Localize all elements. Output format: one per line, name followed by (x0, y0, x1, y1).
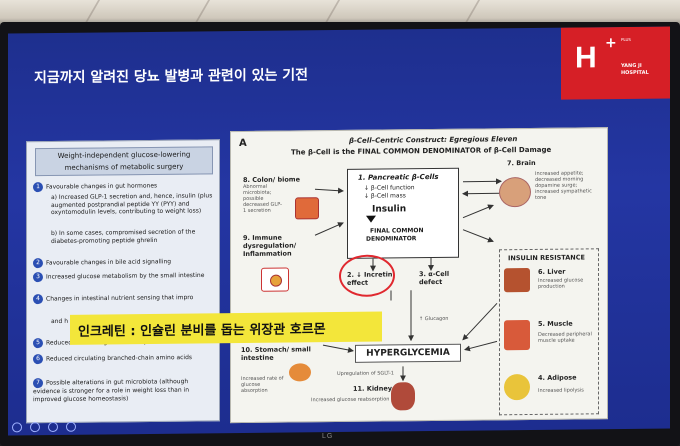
mechanisms-header: Weight-independent glucose-lowering mech… (35, 146, 213, 177)
stomach-node: 10. Stomach/ small intestine (241, 345, 311, 363)
muscle-title: 5. Muscle (538, 319, 573, 328)
zoom-icon[interactable] (66, 421, 77, 432)
header-line1: Weight-independent glucose-lowering (57, 150, 191, 160)
mechanisms-panel: Weight-independent glucose-lowering mech… (26, 139, 220, 424)
muscle-image (504, 319, 530, 351)
kidney-image (391, 382, 415, 411)
logo-name-line2: HOSPITAL (621, 69, 649, 77)
tv-brand-logo: LG (322, 433, 334, 440)
central-line1: ↓ β-Cell function (364, 184, 415, 192)
liver-title: 6. Liver (538, 267, 566, 276)
mechanism-item-1b: b) In some cases, compromised secretion … (51, 228, 196, 245)
pancreatic-beta-cells-box: 1. Pancreatic β-Cells ↓ β-Cell function … (347, 167, 459, 259)
central-title: 1. Pancreatic β-Cells (358, 172, 439, 182)
immune-cell-image (261, 267, 289, 292)
immune-node: 9. Immune dysregulation/ Inflammation (243, 233, 297, 259)
tv-screen: 지금까지 알려진 당뇨 발병과 관련이 있는 기전 H + PLUS YANG … (8, 26, 670, 436)
central-insulin: Insulin (372, 204, 407, 215)
egregious-eleven-diagram: A β-Cell–Centric Construct: Egregious El… (230, 127, 608, 424)
colon-image (295, 197, 319, 220)
brain-image (499, 176, 531, 208)
liver-image (504, 267, 530, 293)
adipose-text: Increased lipolysis (538, 387, 584, 394)
hospital-logo: H + PLUS YANG JI HOSPITAL (561, 26, 670, 100)
logo-letter: H (575, 41, 597, 75)
logo-name-line1: YANG JI (621, 62, 642, 70)
diagram-arrows (314, 178, 502, 382)
stomach-text: Increased rate of glucose absorption (241, 375, 284, 395)
insulin-resistance-box: INSULIN RESISTANCE 6. Liver Increased gl… (499, 248, 599, 416)
alpha-cell-node: 3. α-Cell defect (419, 269, 450, 287)
tv-frame: 지금까지 알려진 당뇨 발병과 관련이 있는 기전 H + PLUS YANG … (0, 22, 680, 446)
adipose-title: 4. Adipose (538, 373, 577, 382)
central-final1: FINAL COMMON (370, 227, 424, 235)
korean-subtitle-caption: 인크레틴 : 인슐린 분비를 돕는 위장관 호르몬 (70, 311, 382, 345)
adipose-image (504, 373, 530, 401)
down-arrow-icon (366, 215, 376, 223)
central-final2: DENOMINATOR (366, 235, 417, 243)
mechanism-item-1a: a) Increased GLP-1 secretion and, hence,… (51, 192, 213, 217)
liver-text: Increased glucose production (538, 277, 584, 290)
prev-slide-icon[interactable] (12, 422, 22, 433)
pointer-icon[interactable] (48, 421, 59, 433)
glucagon-label: ↑ Glucagon (419, 315, 449, 323)
logo-sub: PLUS (621, 36, 631, 43)
logo-plus: + (605, 35, 617, 52)
slide-title: 지금까지 알려진 당뇨 발병과 관련이 있는 기전 (34, 67, 308, 87)
hyperglycemia-box: HYPERGLYCEMIA (355, 343, 461, 363)
muscle-text: Decreased peripheral muscle uptake (538, 331, 592, 344)
presentation-toolbar (12, 417, 82, 433)
brain-text: Increased appetite; decreased morning do… (535, 170, 592, 201)
sglt-label: Upregulation of SGLT-1 (337, 370, 394, 378)
header-line2: mechanisms of metabolic surgery (64, 162, 184, 172)
pen-icon[interactable] (30, 422, 41, 433)
central-line2: ↓ β-Cell mass (364, 192, 406, 200)
brain-node: 7. Brain (507, 158, 536, 168)
